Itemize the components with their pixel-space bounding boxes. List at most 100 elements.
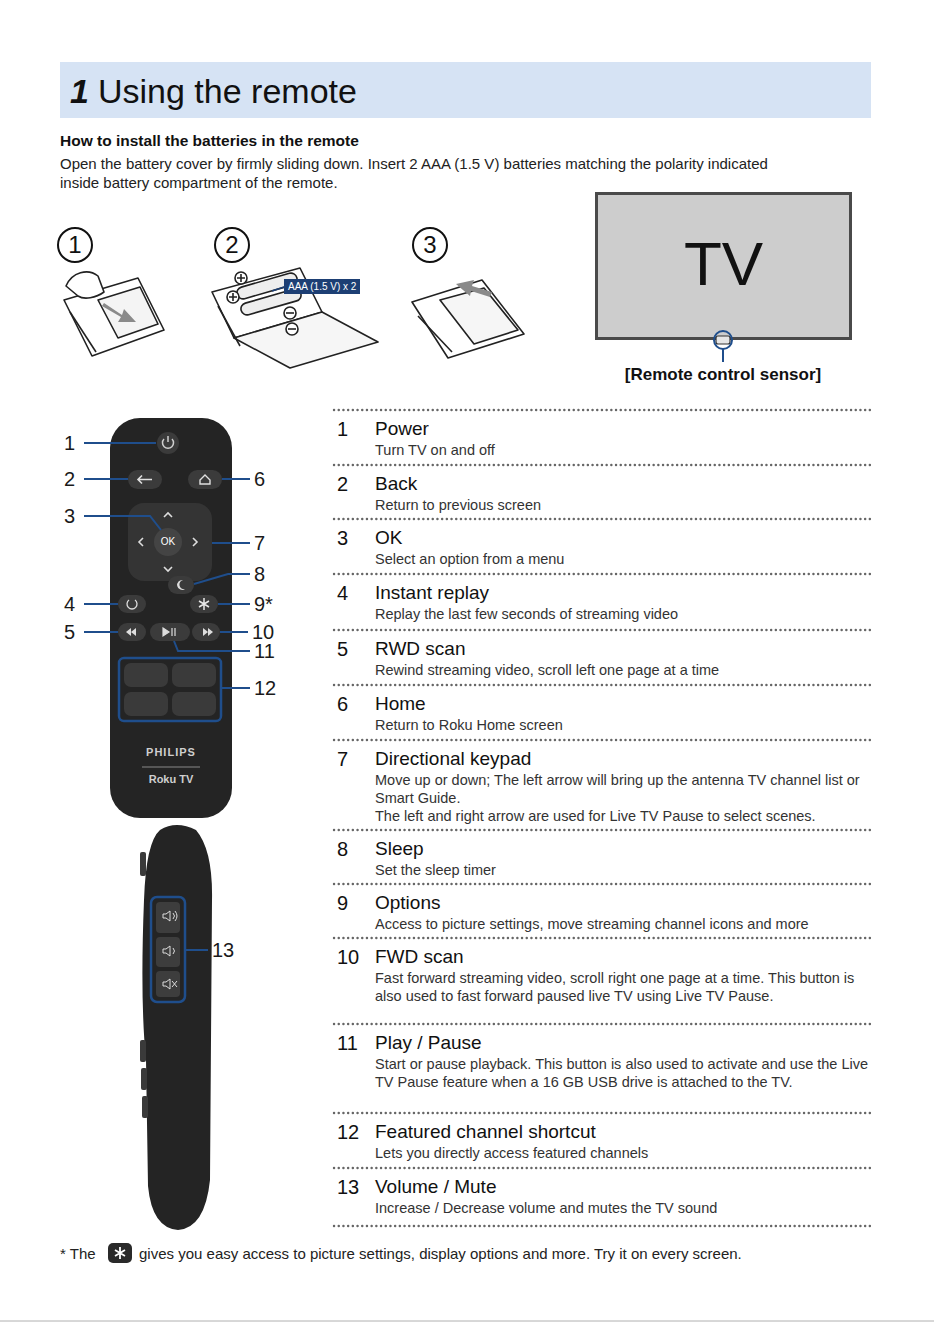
callout-number: 10 bbox=[252, 621, 274, 643]
item-description: Turn TV on and off bbox=[375, 441, 870, 459]
dotted-separator bbox=[334, 518, 872, 520]
brand-text: Roku TV bbox=[110, 772, 232, 786]
battery-step-3 bbox=[412, 280, 524, 358]
button-description: 6HomeReturn to Roku Home screen bbox=[337, 692, 870, 734]
dotted-separator bbox=[334, 629, 872, 631]
button-description: 3OKSelect an option from a menu bbox=[337, 526, 870, 568]
item-heading: OK bbox=[375, 526, 870, 550]
page-title: Using the remote bbox=[98, 71, 357, 111]
item-description: Return to previous screen bbox=[375, 496, 870, 514]
item-description: Start or pause playback. This button is … bbox=[375, 1055, 870, 1091]
item-description: Select an option from a menu bbox=[375, 550, 870, 568]
battery-step-1 bbox=[64, 272, 164, 356]
node-text: AAA (1.5 V) x 2 bbox=[288, 280, 356, 293]
item-number: 10 bbox=[337, 945, 359, 969]
item-number: 9 bbox=[337, 891, 348, 915]
item-number: 5 bbox=[337, 637, 348, 661]
item-description: Fast forward streaming video, scroll rig… bbox=[375, 969, 870, 1005]
item-number: 7 bbox=[337, 747, 348, 771]
item-number: 8 bbox=[337, 837, 348, 861]
item-description: Access to picture settings, move streami… bbox=[375, 915, 870, 933]
chapter-number: 1 bbox=[70, 71, 89, 111]
item-heading: Featured channel shortcut bbox=[375, 1120, 870, 1144]
footnote-text: gives you easy access to picture setting… bbox=[139, 1244, 742, 1263]
button-description: 11 Play / PauseStart or pause playback. T… bbox=[337, 1031, 870, 1091]
item-number: 1 bbox=[337, 417, 348, 441]
button-description: 10 FWD scanFast forward streaming video, … bbox=[337, 945, 870, 1005]
dotted-separator bbox=[334, 1023, 872, 1025]
item-heading: Play / Pause bbox=[375, 1031, 870, 1055]
instruction-text: Open the battery cover by firmly sliding… bbox=[60, 154, 785, 192]
callout-number: 3 bbox=[64, 505, 75, 527]
item-description: The left and right arrow are used for Li… bbox=[375, 807, 870, 825]
item-number: 2 bbox=[337, 472, 348, 496]
dotted-separator bbox=[334, 409, 872, 411]
button-description: 9 OptionsAccess to picture settings, move… bbox=[337, 891, 870, 933]
sensor-window bbox=[716, 336, 730, 344]
callout-number: 5 bbox=[64, 621, 75, 643]
dotted-separator bbox=[334, 1225, 872, 1227]
footnote-text: * The bbox=[60, 1244, 96, 1263]
dotted-separator bbox=[334, 739, 872, 741]
dotted-separator bbox=[334, 883, 872, 885]
dotted-separator bbox=[334, 829, 872, 831]
item-heading: FWD scan bbox=[375, 945, 870, 969]
dotted-separator bbox=[334, 1167, 872, 1169]
callout-number: 12 bbox=[254, 677, 276, 699]
dotted-separator bbox=[334, 573, 872, 575]
item-description: Replay the last few seconds of streaming… bbox=[375, 605, 870, 623]
step-circle: 1 bbox=[57, 227, 93, 263]
dotted-separator bbox=[334, 464, 872, 466]
item-number: 4 bbox=[337, 581, 348, 605]
sensor-label: [Remote control sensor] bbox=[593, 364, 853, 386]
callout-number: 1 bbox=[64, 432, 75, 454]
item-number: 12 bbox=[337, 1120, 359, 1144]
item-heading: Back bbox=[375, 472, 870, 496]
callout-number: 13 bbox=[212, 939, 234, 961]
callout-number: 8 bbox=[254, 563, 265, 585]
title-band bbox=[60, 62, 871, 118]
sensor-leader bbox=[722, 349, 724, 362]
item-number: 6 bbox=[337, 692, 348, 716]
node-text: 2 bbox=[216, 229, 248, 261]
button-description: 7Directional keypadMove up or down; The … bbox=[337, 747, 870, 825]
item-description: Set the sleep timer bbox=[375, 861, 870, 879]
callout-number: 11 bbox=[254, 640, 275, 662]
item-heading: Instant replay bbox=[375, 581, 870, 605]
node-text: 1 bbox=[59, 229, 91, 261]
button-description: 8SleepSet the sleep timer bbox=[337, 837, 870, 879]
item-heading: RWD scan bbox=[375, 637, 870, 661]
battery-tag: AAA (1.5 V) x 2 bbox=[284, 279, 360, 294]
button-description: 2 BackReturn to previous screen bbox=[337, 472, 870, 514]
item-heading: Home bbox=[375, 692, 870, 716]
item-number: 13 bbox=[337, 1175, 359, 1199]
item-description: Lets you directly access featured channe… bbox=[375, 1144, 870, 1162]
item-heading: Options bbox=[375, 891, 870, 915]
item-number: 11 bbox=[337, 1031, 358, 1055]
item-description: Increase / Decrease volume and mutes the… bbox=[375, 1199, 870, 1217]
section-heading: How to install the batteries in the remo… bbox=[60, 131, 359, 150]
callout-number: 9* bbox=[254, 593, 273, 615]
button-description: 4 Instant replayReplay the last few secon… bbox=[337, 581, 870, 623]
dotted-separator bbox=[334, 937, 872, 939]
callout-number: 2 bbox=[64, 468, 75, 490]
callout-leaders bbox=[84, 443, 250, 950]
step-circle: 2 bbox=[214, 227, 250, 263]
sensor-highlight bbox=[714, 331, 732, 349]
button-description: 13Volume / MuteIncrease / Decrease volum… bbox=[337, 1175, 870, 1217]
remote-front bbox=[110, 418, 232, 818]
callout-number: 7 bbox=[254, 532, 265, 554]
node-text: 3 bbox=[414, 229, 446, 261]
node-text: TV bbox=[598, 195, 849, 333]
button-description: 12 Featured channel shortcutLets you dire… bbox=[337, 1120, 870, 1162]
callout-number: 6 bbox=[254, 468, 265, 490]
step-circle: 3 bbox=[412, 227, 448, 263]
dotted-separator bbox=[334, 1112, 872, 1114]
tv-screen: TV bbox=[595, 192, 852, 340]
button-text: OK bbox=[156, 535, 180, 549]
button-description: 5 RWD scanRewind streaming video, scroll … bbox=[337, 637, 870, 679]
item-description: Rewind streaming video, scroll left one … bbox=[375, 661, 870, 679]
callout-number: 4 bbox=[64, 593, 75, 615]
